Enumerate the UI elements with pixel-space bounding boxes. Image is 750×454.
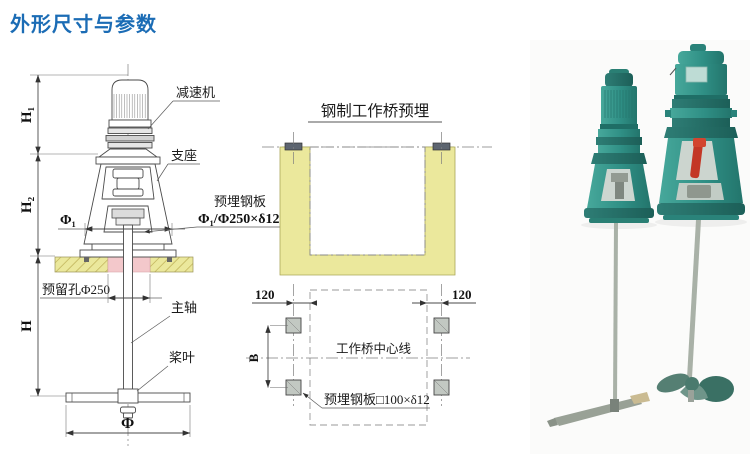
concrete-channel — [279, 146, 456, 276]
support-frame — [659, 138, 743, 203]
embedded-plate-label-line2: Φ₁/Φ250×δ12 — [198, 212, 280, 227]
page-title: 外形尺寸与参数 — [10, 14, 157, 36]
bridge-section-view — [262, 132, 492, 276]
base-flange — [657, 203, 745, 215]
channel-inner-edge — [309, 146, 426, 256]
shaft — [687, 220, 701, 378]
dim-h2-label: H₂ — [19, 196, 35, 213]
embedded-plates-plan — [285, 317, 450, 396]
reserved-hole-dimension: 预留孔Φ250 — [40, 274, 162, 303]
main-shaft — [123, 224, 133, 399]
nameplate — [685, 66, 708, 83]
dim-120-left: 120 — [252, 287, 317, 306]
support-frame — [587, 164, 651, 208]
bell — [591, 153, 647, 164]
dim-120-right-label: 120 — [452, 287, 472, 302]
bridge-embedment-drawing: 钢制工作桥预埋 — [246, 102, 492, 426]
shaft — [613, 223, 618, 406]
anchor-bolt — [84, 257, 89, 262]
anchor-bolt — [167, 257, 172, 262]
gearbox-label: 减速机 — [176, 85, 215, 100]
dim-b-label: B — [246, 353, 261, 362]
impeller-blade — [547, 392, 650, 427]
reserved-hole-label: 预留孔Φ250 — [42, 282, 110, 297]
mixer-photo-left — [547, 69, 657, 427]
height-dimensions: H₁ H₂ H — [19, 74, 128, 397]
embedded-plate-plan-label: 预埋钢板□100×δ12 — [302, 392, 430, 409]
dim-h1-label: H₁ — [19, 107, 35, 123]
dim-120-right: 120 — [412, 287, 476, 306]
gearbox — [596, 129, 642, 153]
mixer-machine-outline — [65, 79, 191, 419]
dim-120-left-label: 120 — [255, 287, 275, 302]
bridge-outline — [309, 289, 428, 426]
dimension-drawings: H₁ H₂ H Φ₁ 预留孔Φ250 减速机 支座 — [19, 64, 492, 446]
main-shaft-label: 主轴 — [171, 300, 197, 315]
bridge-diagram-title: 钢制工作桥预埋 — [321, 102, 430, 120]
base-flange — [584, 208, 654, 218]
dim-h-label: H — [19, 320, 35, 332]
embedded-plate-plan-text: 预埋钢板□100×δ12 — [324, 392, 430, 407]
product-photo — [530, 40, 750, 454]
support-frame — [83, 163, 173, 245]
motor-cap — [690, 44, 706, 52]
dim-phi-label: Φ — [121, 415, 134, 432]
part-labels: 减速机 支座 预埋钢板 Φ₁/Φ250×δ12 主轴 桨叶 — [130, 85, 286, 392]
gearbox — [665, 99, 737, 127]
impeller — [65, 388, 191, 419]
bridge-centerline-label: 工作桥中心线 — [336, 341, 412, 356]
flange — [95, 156, 161, 165]
support-label: 支座 — [171, 148, 197, 163]
red-lever — [690, 141, 703, 179]
dim-b: B — [246, 325, 288, 388]
impeller-label: 桨叶 — [169, 350, 195, 365]
mixer-elevation-drawing: H₁ H₂ H Φ₁ 预留孔Φ250 减速机 支座 — [19, 64, 286, 446]
motor — [601, 86, 637, 126]
dim-phi1-label: Φ₁ — [60, 213, 76, 228]
motor — [108, 79, 152, 128]
phi-dimension: Φ — [65, 405, 191, 437]
embedded-plate-label-line1: 预埋钢板 — [214, 194, 266, 209]
bell — [664, 127, 738, 138]
bell-housing — [97, 148, 159, 158]
propeller — [656, 373, 734, 402]
mixer-photo-right — [655, 44, 747, 402]
phi1-dimension: Φ₁ — [58, 213, 185, 236]
gearbox-rings — [105, 127, 155, 149]
bridge-plan-view: 120 120 B 工作桥中心线 预埋钢板□100×δ12 — [246, 284, 476, 426]
